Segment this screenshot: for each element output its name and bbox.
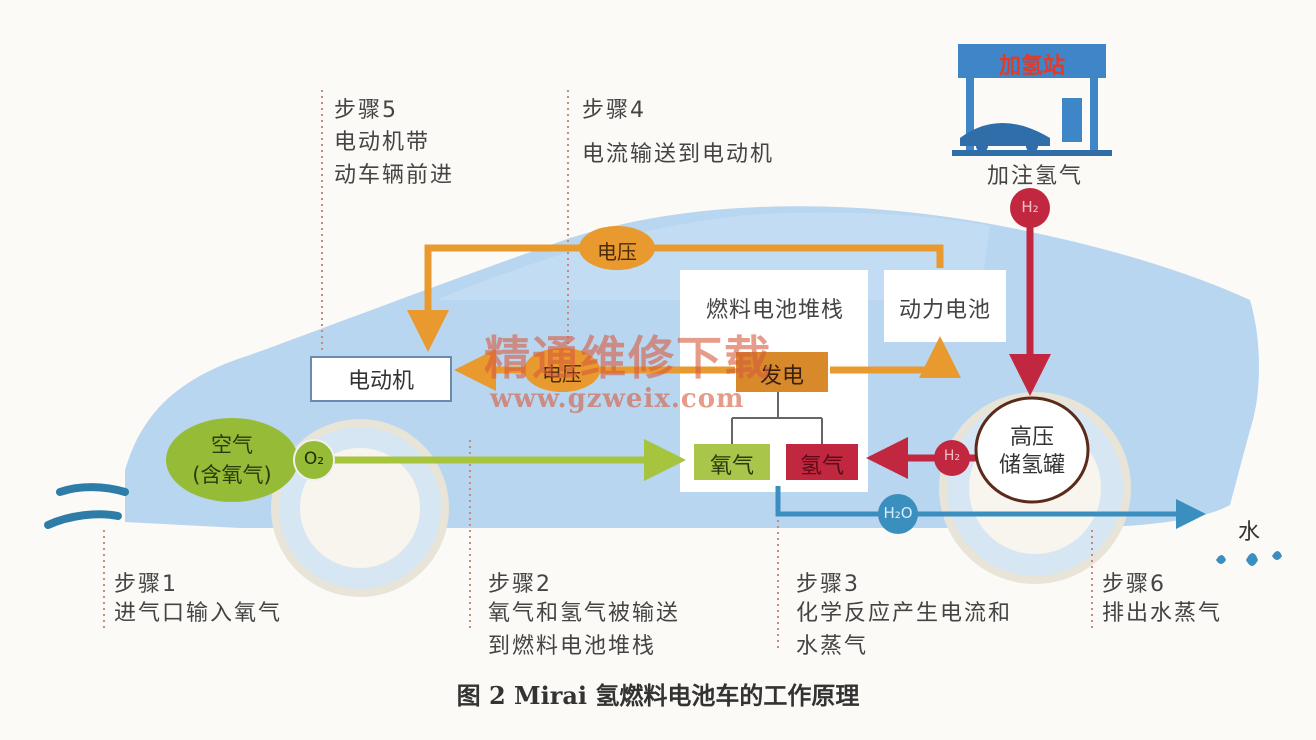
station-sign: 加氢站 — [998, 54, 1065, 79]
hydrogen-label: 氢气 — [799, 454, 844, 479]
voltage-top-label: 电压 — [597, 240, 637, 264]
generate-to-battery-arrow — [830, 336, 961, 378]
air-ellipse — [166, 418, 298, 502]
voltage-badge-mid — [524, 348, 600, 392]
h2-tank-badge — [934, 440, 970, 476]
h2-station-label: H₂ — [1021, 198, 1039, 216]
voltage-badge-top — [579, 226, 655, 270]
tank-label: 高压 储氢罐 — [998, 425, 1065, 478]
water-drop-1 — [1216, 555, 1226, 564]
step4-title: 步骤4 — [582, 98, 646, 123]
step5-desc: 电动机带 动车辆前进 — [334, 130, 455, 188]
step6-desc: 排出水蒸气 — [1102, 601, 1223, 626]
voltage-mid-label: 电压 — [542, 362, 582, 386]
stack-label: 燃料电池堆栈 — [705, 298, 844, 323]
step1-title: 步骤1 — [114, 572, 178, 597]
hydrogen-box — [786, 444, 858, 480]
air-intake-arrow — [56, 483, 129, 496]
h2o-badge — [878, 494, 918, 534]
oxygen-label: 氧气 — [709, 454, 754, 479]
hydrogen-station — [952, 44, 1112, 156]
step3-title: 步骤3 — [796, 572, 860, 597]
step3-desc: 化学反应产生电流和 水蒸气 — [796, 601, 1013, 659]
h2-tank-label: H₂ — [943, 448, 961, 464]
stack-connector — [731, 392, 823, 444]
air-label: 空气 (含氧气) — [192, 433, 272, 487]
water-drop-3 — [1272, 551, 1282, 560]
water-drop-2 — [1246, 553, 1258, 566]
hydrogen-tank — [974, 396, 1090, 504]
water-label: 水 — [1238, 520, 1261, 545]
water-exhaust-arrow — [775, 486, 1206, 529]
station-label: 加注氢气 — [986, 164, 1083, 189]
motor-box: 电动机 — [310, 356, 452, 402]
step6-title: 步骤6 — [1102, 572, 1166, 597]
step5-title: 步骤5 — [334, 98, 398, 123]
oxygen-box — [694, 444, 770, 480]
h2o-label: H₂O — [883, 504, 913, 522]
step2-desc: 氧气和氢气被输送 到燃料电池堆栈 — [488, 601, 681, 659]
air-intake-arrow-2 — [44, 510, 122, 529]
o2-badge — [293, 439, 335, 481]
front-wheel-rim — [300, 448, 420, 568]
step4-desc: 电流输送到电动机 — [582, 142, 775, 167]
step1-desc: 进气口输入氧气 — [114, 601, 283, 626]
motor-label: 电动机 — [347, 369, 414, 394]
power-battery-panel — [884, 270, 1006, 342]
step2-title: 步骤2 — [488, 572, 552, 597]
voltage-loop-arrow — [407, 244, 944, 352]
generate-label: 发电 — [759, 364, 804, 389]
o2-label: O₂ — [303, 449, 325, 469]
battery-label: 动力电池 — [898, 298, 991, 323]
generate-box — [736, 352, 828, 392]
figure-caption: 图 2 Mirai 氢燃料电池车的工作原理 — [456, 681, 860, 710]
h2-station-badge — [1010, 188, 1050, 228]
